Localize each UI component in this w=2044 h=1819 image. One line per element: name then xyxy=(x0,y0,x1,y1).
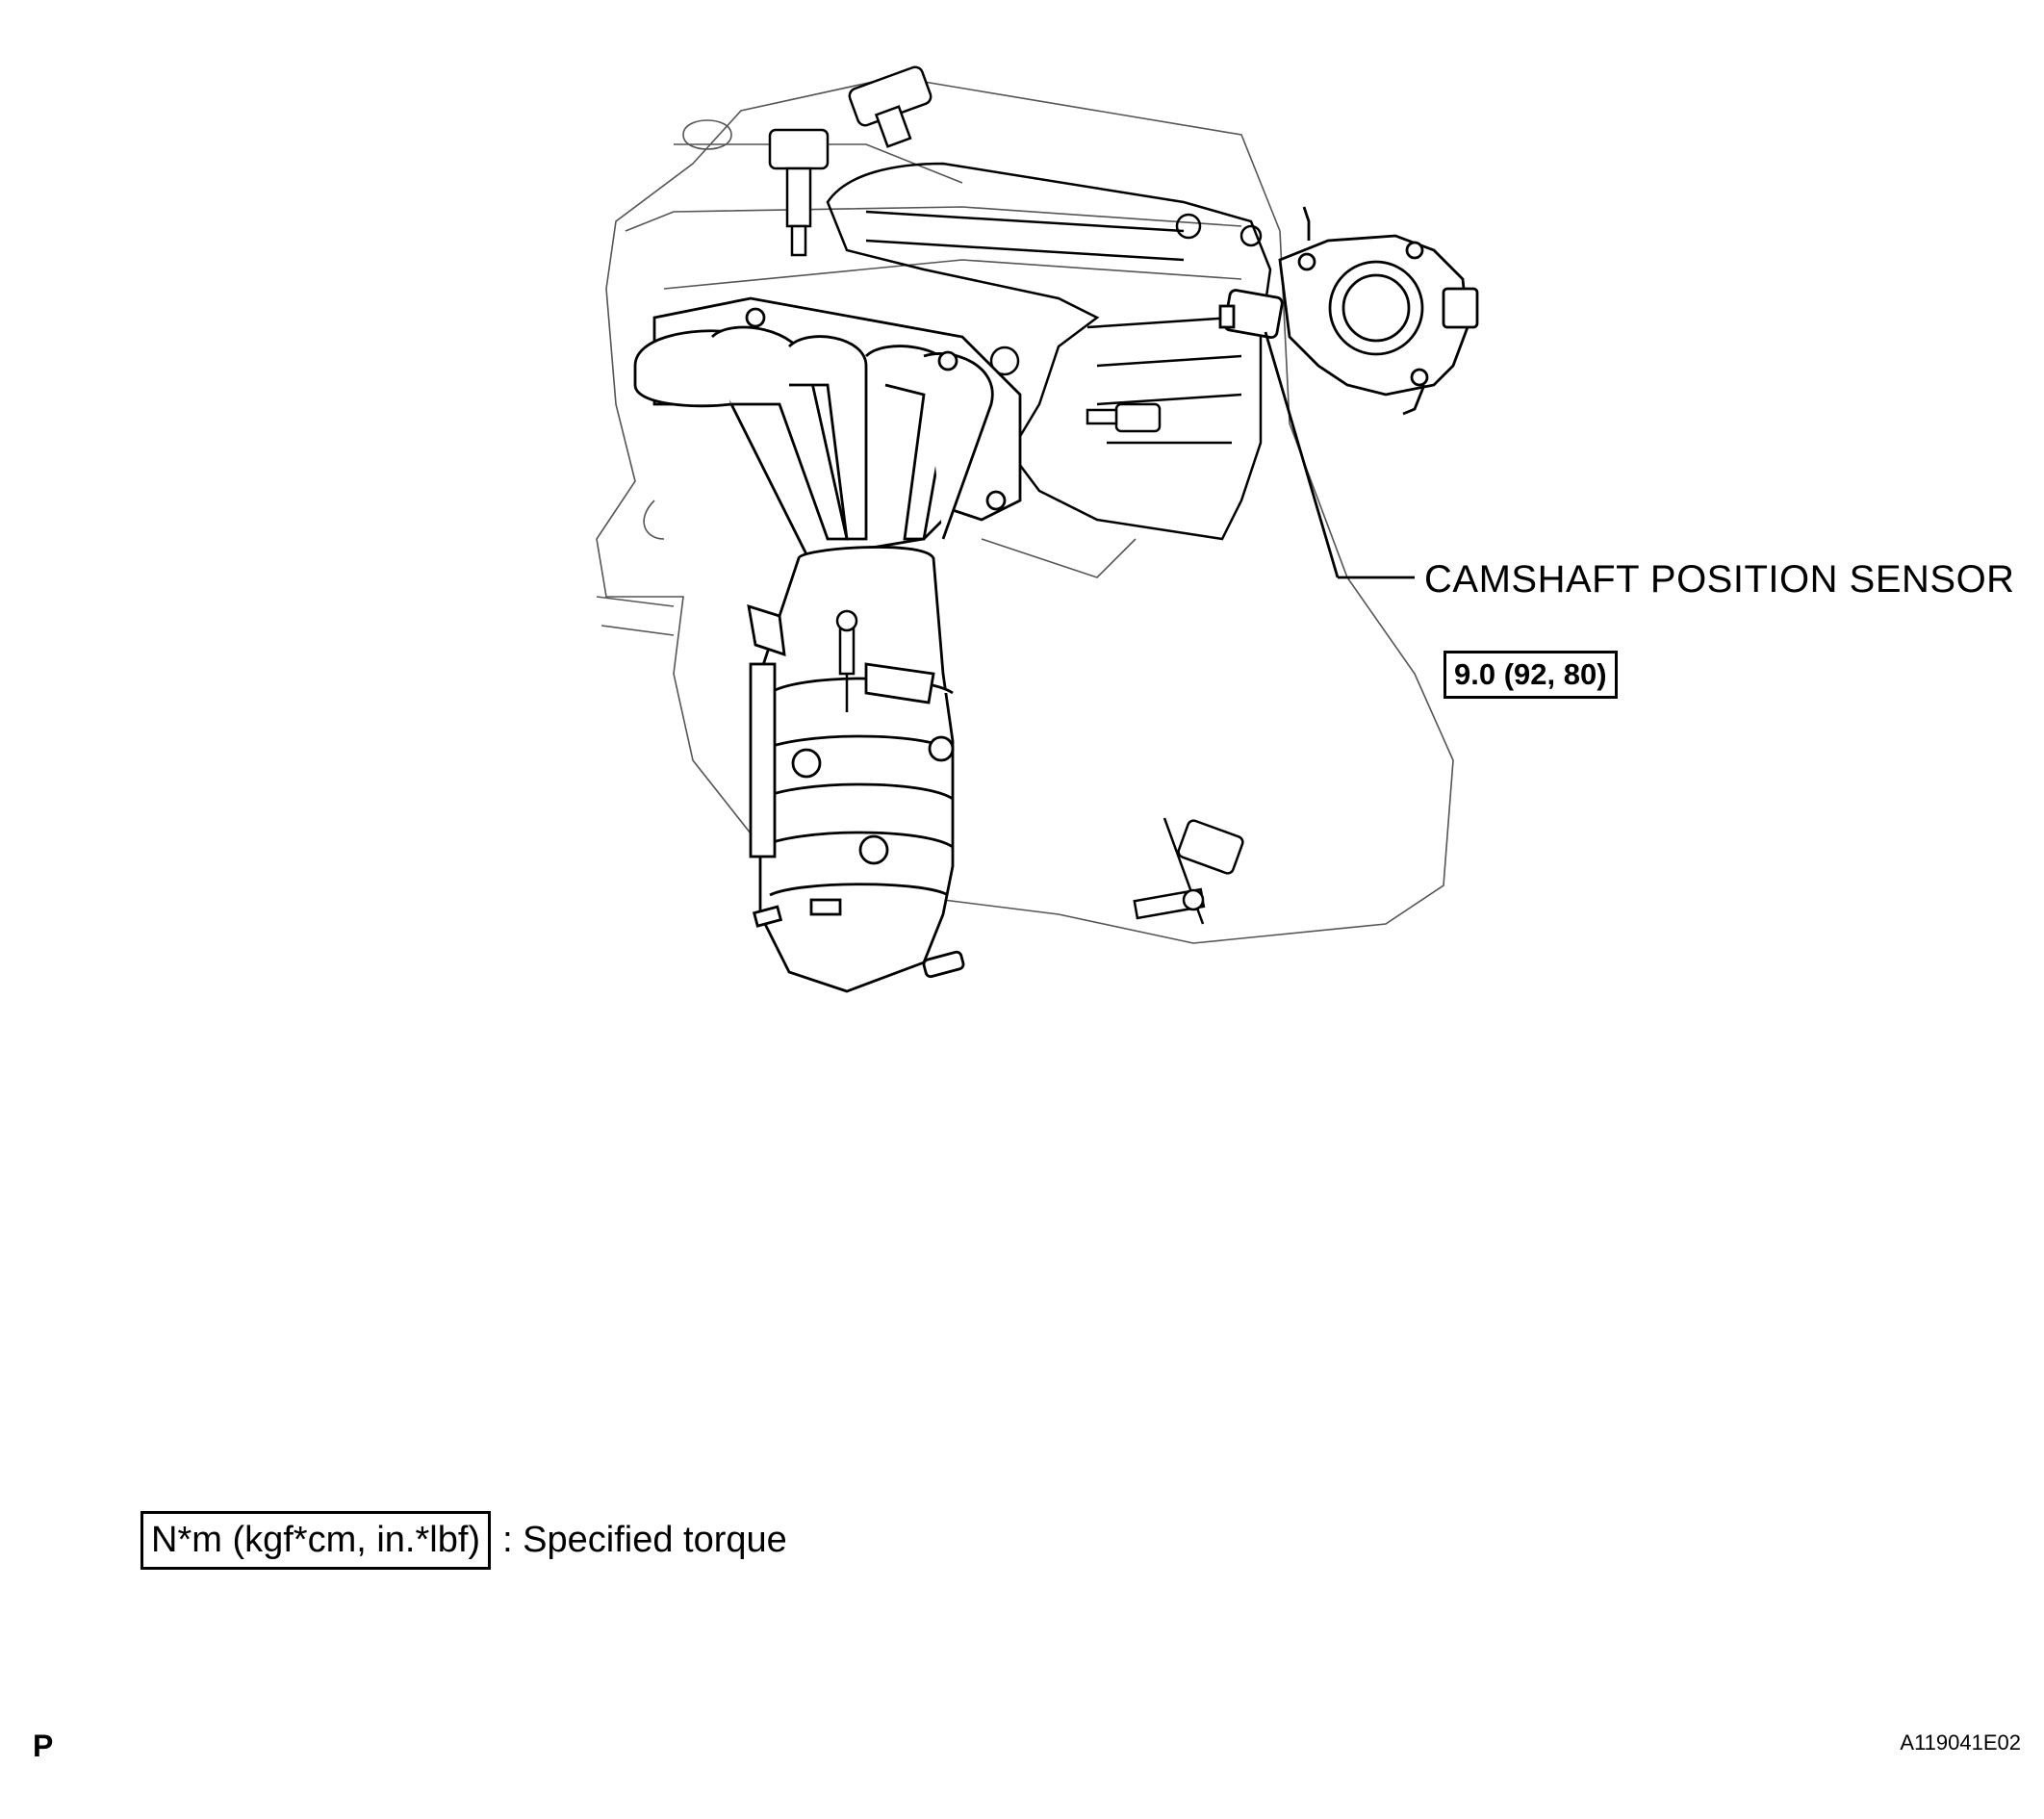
view-letter: P xyxy=(33,1729,54,1763)
oxygen-sensor xyxy=(835,609,858,712)
engine-sensor xyxy=(1086,402,1244,925)
legend-description: : Specified torque xyxy=(502,1520,787,1560)
torque-spec: 9.0 (92, 80) xyxy=(1444,651,1618,699)
legend: N*m (kgf*cm, in.*lbf) : Specified torque xyxy=(141,1511,787,1570)
throttle-body xyxy=(1278,206,1479,416)
engine-block-outline xyxy=(596,76,1454,945)
camshaft-sensor-label: CAMSHAFT POSITION SENSOR xyxy=(1424,558,2015,601)
camshaft-position-sensor xyxy=(1218,289,1415,579)
catalytic-converter xyxy=(747,546,965,993)
figure-code: A119041E02 xyxy=(1900,1730,2021,1755)
intake-manifold xyxy=(826,162,1272,541)
exhaust-manifold xyxy=(633,296,1022,560)
legend-unit-box: N*m (kgf*cm, in.*lbf) xyxy=(141,1511,492,1570)
ignition-coil xyxy=(768,65,933,257)
